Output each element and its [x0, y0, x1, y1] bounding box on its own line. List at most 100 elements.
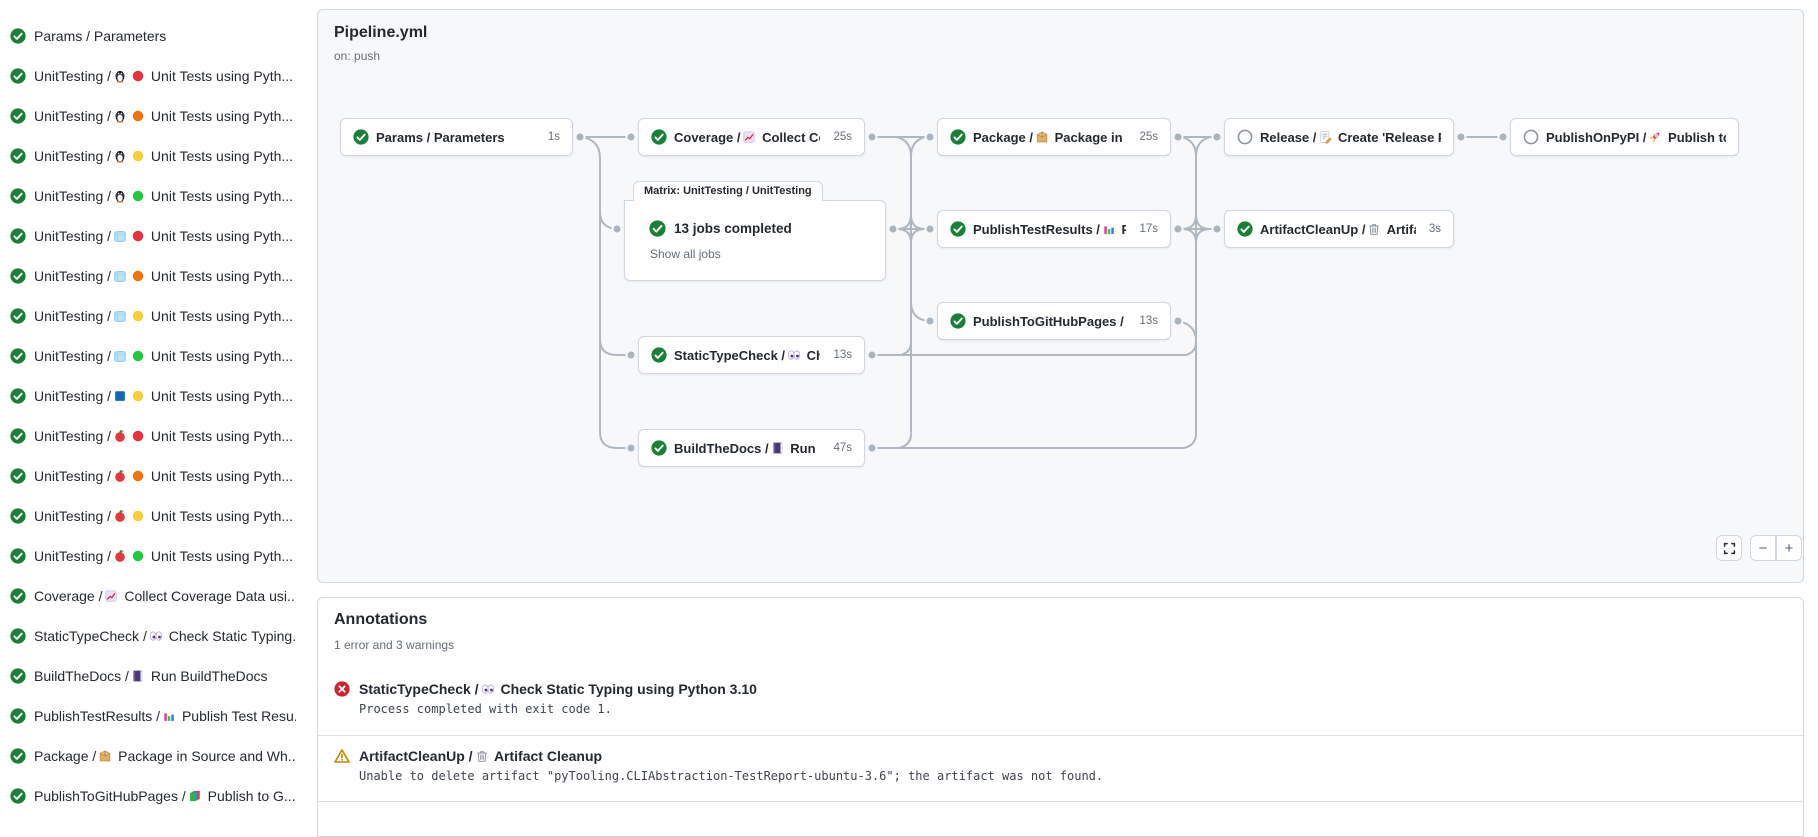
sidebar-job-item[interactable]: UnitTesting / Unit Tests using Pyth...	[10, 96, 296, 136]
sidebar-job-item[interactable]: Coverage / Collect Coverage Data usi...	[10, 576, 296, 616]
fullscreen-button[interactable]	[1716, 535, 1742, 561]
sidebar-job-item[interactable]: UnitTesting / Unit Tests using Pyth...	[10, 136, 296, 176]
sidebar-job-item[interactable]: BuildTheDocs / Run BuildTheDocs	[10, 656, 296, 696]
annotation-message: Unable to delete artifact "pyTooling.CLI…	[359, 769, 1104, 783]
node-title: PublishToGitHubPages / ...	[973, 314, 1126, 329]
node-title: StaticTypeCheck / Chec...	[674, 347, 820, 363]
annotations-summary: 1 error and 3 warnings	[334, 638, 455, 652]
warning-icon	[334, 748, 350, 764]
matrix-group-card[interactable]: 13 jobs completed Show all jobs	[624, 200, 886, 281]
node-title: Release / Create 'Release P...	[1260, 129, 1441, 145]
book-icon	[131, 669, 145, 683]
graph-node-package[interactable]: Package / Package in So...25s	[937, 118, 1171, 156]
penguin-icon	[113, 69, 127, 83]
workflow-file-title: Pipeline.yml	[334, 24, 428, 41]
check-circle-icon	[10, 228, 26, 244]
check-circle-icon	[1237, 221, 1253, 237]
sidebar-job-item[interactable]: PublishTestResults / Publish Test Resu..…	[10, 696, 296, 736]
sidebar-job-label: UnitTesting / Unit Tests using Pyth...	[34, 188, 294, 204]
check-circle-icon	[10, 588, 26, 604]
annotation-job-link[interactable]: ArtifactCleanUp / Artifact Cleanup	[359, 748, 603, 764]
check-circle-icon	[10, 548, 26, 564]
sidebar-job-item[interactable]: Package / Package in Source and Wh...	[10, 736, 296, 776]
check-circle-icon	[10, 388, 26, 404]
sidebar-job-item[interactable]: UnitTesting / Unit Tests using Pyth...	[10, 376, 296, 416]
memo-icon	[1318, 130, 1332, 144]
show-all-jobs-link[interactable]: Show all jobs	[650, 247, 721, 261]
sidebar-job-item[interactable]: UnitTesting / Unit Tests using Pyth...	[10, 256, 296, 296]
zoom-in-button[interactable]: +	[1776, 535, 1802, 561]
sidebar-job-item[interactable]: UnitTesting / Unit Tests using Pyth...	[10, 176, 296, 216]
apple-icon	[113, 469, 127, 483]
penguin-icon	[113, 149, 127, 163]
zoom-out-button[interactable]: −	[1750, 535, 1776, 561]
sidebar-job-item[interactable]: UnitTesting / Unit Tests using Pyth...	[10, 296, 296, 336]
check-circle-icon	[10, 748, 26, 764]
sidebar-job-label: Params / Parameters	[34, 28, 167, 44]
dot-green-icon	[131, 349, 145, 363]
error-icon	[334, 681, 350, 697]
check-circle-icon	[10, 428, 26, 444]
dot-yellow-icon	[131, 509, 145, 523]
workflow-graph-panel	[317, 9, 1804, 583]
annotation-job-link[interactable]: StaticTypeCheck / Check Static Typing us…	[359, 681, 757, 697]
sidebar-job-item[interactable]: UnitTesting / Unit Tests using Pyth...	[10, 56, 296, 96]
sidebar-job-label: UnitTesting / Unit Tests using Pyth...	[34, 388, 294, 404]
graph-node-coverage[interactable]: Coverage / Collect Cove...25s	[638, 118, 865, 156]
dot-red-icon	[131, 229, 145, 243]
sidebar-job-label: UnitTesting / Unit Tests using Pyth...	[34, 348, 294, 364]
penguin-icon	[113, 109, 127, 123]
books-icon	[1126, 314, 1127, 328]
apple-icon	[113, 549, 127, 563]
node-duration: 13s	[833, 349, 852, 361]
graph-node-publishtestresults[interactable]: PublishTestResults / Pu...17s	[937, 210, 1171, 248]
books-icon	[188, 789, 202, 803]
chart-up-icon	[742, 130, 756, 144]
sidebar-job-item[interactable]: StaticTypeCheck / Check Static Typing...	[10, 616, 296, 656]
graph-node-release[interactable]: Release / Create 'Release P...	[1224, 118, 1454, 156]
annotation-divider	[318, 801, 1803, 802]
check-circle-icon	[10, 68, 26, 84]
graph-node-statictypecheck[interactable]: StaticTypeCheck / Chec... 13s	[638, 336, 865, 374]
check-circle-icon	[10, 708, 26, 724]
package-icon	[1035, 130, 1049, 144]
skipped-circle-icon	[1523, 129, 1539, 145]
sidebar-job-item[interactable]: UnitTesting / Unit Tests using Pyth...	[10, 216, 296, 256]
apple-icon	[113, 509, 127, 523]
sidebar-job-label: PublishTestResults / Publish Test Resu..…	[34, 708, 296, 724]
graph-node-artifactcleanup[interactable]: ArtifactCleanUp / Artifac... 3s	[1224, 210, 1454, 248]
check-circle-icon	[10, 148, 26, 164]
sidebar-job-item[interactable]: UnitTesting / Unit Tests using Pyth...	[10, 536, 296, 576]
check-circle-icon	[950, 129, 966, 145]
check-circle-icon	[651, 440, 667, 456]
dot-red-icon	[131, 429, 145, 443]
dot-yellow-icon	[131, 309, 145, 323]
sidebar-job-item[interactable]: UnitTesting / Unit Tests using Pyth...	[10, 456, 296, 496]
skipped-circle-icon	[1237, 129, 1253, 145]
node-title: ArtifactCleanUp / Artifac...	[1260, 221, 1416, 237]
sidebar-job-item[interactable]: UnitTesting / Unit Tests using Pyth...	[10, 416, 296, 456]
workflow-trigger: on: push	[334, 49, 381, 63]
apple-icon	[113, 429, 127, 443]
graph-node-buildthedocs[interactable]: BuildTheDocs / Run Buil...47s	[638, 429, 865, 467]
sidebar-job-item[interactable]: PublishToGitHubPages / Publish to G...	[10, 776, 296, 816]
eyes-icon	[787, 348, 801, 362]
sidebar-job-label: Package / Package in Source and Wh...	[34, 748, 296, 764]
sidebar-job-label: UnitTesting / Unit Tests using Pyth...	[34, 148, 294, 164]
sidebar-job-item[interactable]: UnitTesting / Unit Tests using Pyth...	[10, 336, 296, 376]
sidebar-job-label: PublishToGitHubPages / Publish to G...	[34, 788, 296, 804]
ice-icon	[113, 349, 127, 363]
node-title: PublishTestResults / Pu...	[973, 222, 1126, 237]
graph-node-publishtogithubpages[interactable]: PublishToGitHubPages / ...13s	[937, 302, 1171, 340]
sidebar-job-item[interactable]: Params / Parameters	[10, 16, 296, 56]
sidebar-job-label: UnitTesting / Unit Tests using Pyth...	[34, 308, 294, 324]
node-duration: 3s	[1428, 223, 1441, 235]
matrix-status: 13 jobs completed	[649, 220, 792, 237]
sidebar-job-item[interactable]: UnitTesting / Unit Tests using Pyth...	[10, 496, 296, 536]
trash-icon	[475, 749, 489, 763]
sidebar-job-label: UnitTesting / Unit Tests using Pyth...	[34, 68, 294, 84]
ice-icon	[113, 269, 127, 283]
graph-node-publishonpypi[interactable]: PublishOnPyPI / Publish to ...	[1510, 118, 1739, 156]
